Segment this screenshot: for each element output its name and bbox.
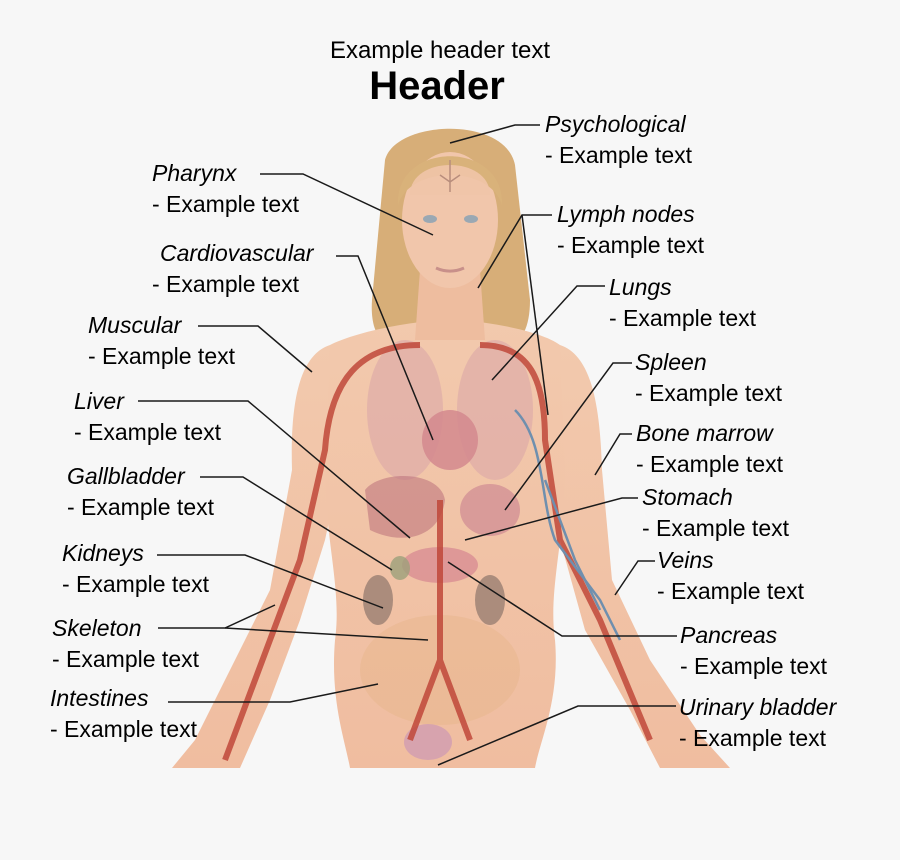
label-name: Bone marrow — [636, 420, 773, 446]
bladder — [404, 724, 452, 760]
label-bone-marrow: Bone marrow - Example text — [636, 418, 783, 480]
label-name: Muscular — [88, 312, 182, 338]
label-name: Veins — [657, 547, 714, 573]
neck — [415, 270, 485, 340]
label-desc: - Example text — [152, 271, 299, 297]
label-name: Pancreas — [680, 622, 778, 648]
label-name: Pharynx — [152, 160, 237, 186]
label-liver: Liver - Example text — [74, 386, 221, 448]
label-desc: - Example text — [636, 451, 783, 477]
label-urinary-bladder: Urinary bladder - Example text — [679, 692, 836, 754]
label-lymph-nodes: Lymph nodes - Example text — [557, 199, 704, 261]
label-desc: - Example text — [657, 578, 804, 604]
kidney-left — [363, 575, 393, 625]
stomach — [460, 484, 520, 536]
label-name: Lungs — [609, 274, 672, 300]
label-desc: - Example text — [635, 380, 782, 406]
label-desc: - Example text — [50, 716, 197, 742]
header-subtitle: Example header text — [329, 37, 551, 64]
label-desc: - Example text — [557, 232, 704, 258]
label-pancreas: Pancreas - Example text — [680, 620, 827, 682]
label-name: Psychological — [545, 111, 686, 137]
kidney-right — [475, 575, 505, 625]
label-kidneys: Kidneys - Example text — [62, 538, 209, 600]
left-arm — [172, 345, 340, 768]
label-name: Kidneys — [62, 540, 144, 566]
label-name: Lymph nodes — [557, 201, 695, 227]
label-name: Stomach — [642, 484, 733, 510]
label-name: Urinary bladder — [679, 694, 837, 720]
label-gallbladder: Gallbladder - Example text — [67, 461, 214, 523]
label-desc: - Example text — [545, 142, 692, 168]
liver — [365, 476, 445, 538]
label-desc: - Example text — [642, 515, 789, 541]
label-intestines: Intestines - Example text — [50, 683, 197, 745]
right-arm — [550, 345, 730, 768]
label-muscular: Muscular - Example text — [88, 310, 235, 372]
label-desc: - Example text — [152, 191, 299, 217]
label-stomach: Stomach - Example text — [642, 482, 789, 544]
veins — [514, 409, 622, 641]
arteries — [222, 342, 653, 762]
hair-top — [397, 156, 503, 205]
label-pharynx: Pharynx - Example text — [152, 158, 299, 220]
header-title: Header — [369, 64, 505, 108]
label-name: Intestines — [50, 685, 149, 711]
intestines — [360, 615, 520, 725]
label-desc: - Example text — [680, 653, 827, 679]
label-name: Liver — [74, 388, 124, 414]
label-lungs: Lungs - Example text — [609, 272, 756, 334]
label-spleen: Spleen - Example text — [635, 347, 782, 409]
label-name: Spleen — [635, 349, 707, 375]
label-name: Skeleton — [52, 615, 142, 641]
label-psychological: Psychological - Example text — [545, 109, 692, 171]
label-cardiovascular: Cardiovascular - Example text — [152, 238, 313, 300]
label-name: Gallbladder — [67, 463, 185, 489]
leader-lines — [138, 124, 677, 766]
label-desc: - Example text — [62, 571, 209, 597]
label-desc: - Example text — [52, 646, 199, 672]
label-name: Cardiovascular — [160, 240, 314, 266]
label-desc: - Example text — [609, 305, 756, 331]
label-desc: - Example text — [679, 725, 826, 751]
label-skeleton: Skeleton - Example text — [52, 613, 199, 675]
heart — [422, 410, 478, 470]
label-desc: - Example text — [74, 419, 221, 445]
label-veins: Veins - Example text — [657, 545, 804, 607]
label-desc: - Example text — [67, 494, 214, 520]
label-desc: - Example text — [88, 343, 235, 369]
